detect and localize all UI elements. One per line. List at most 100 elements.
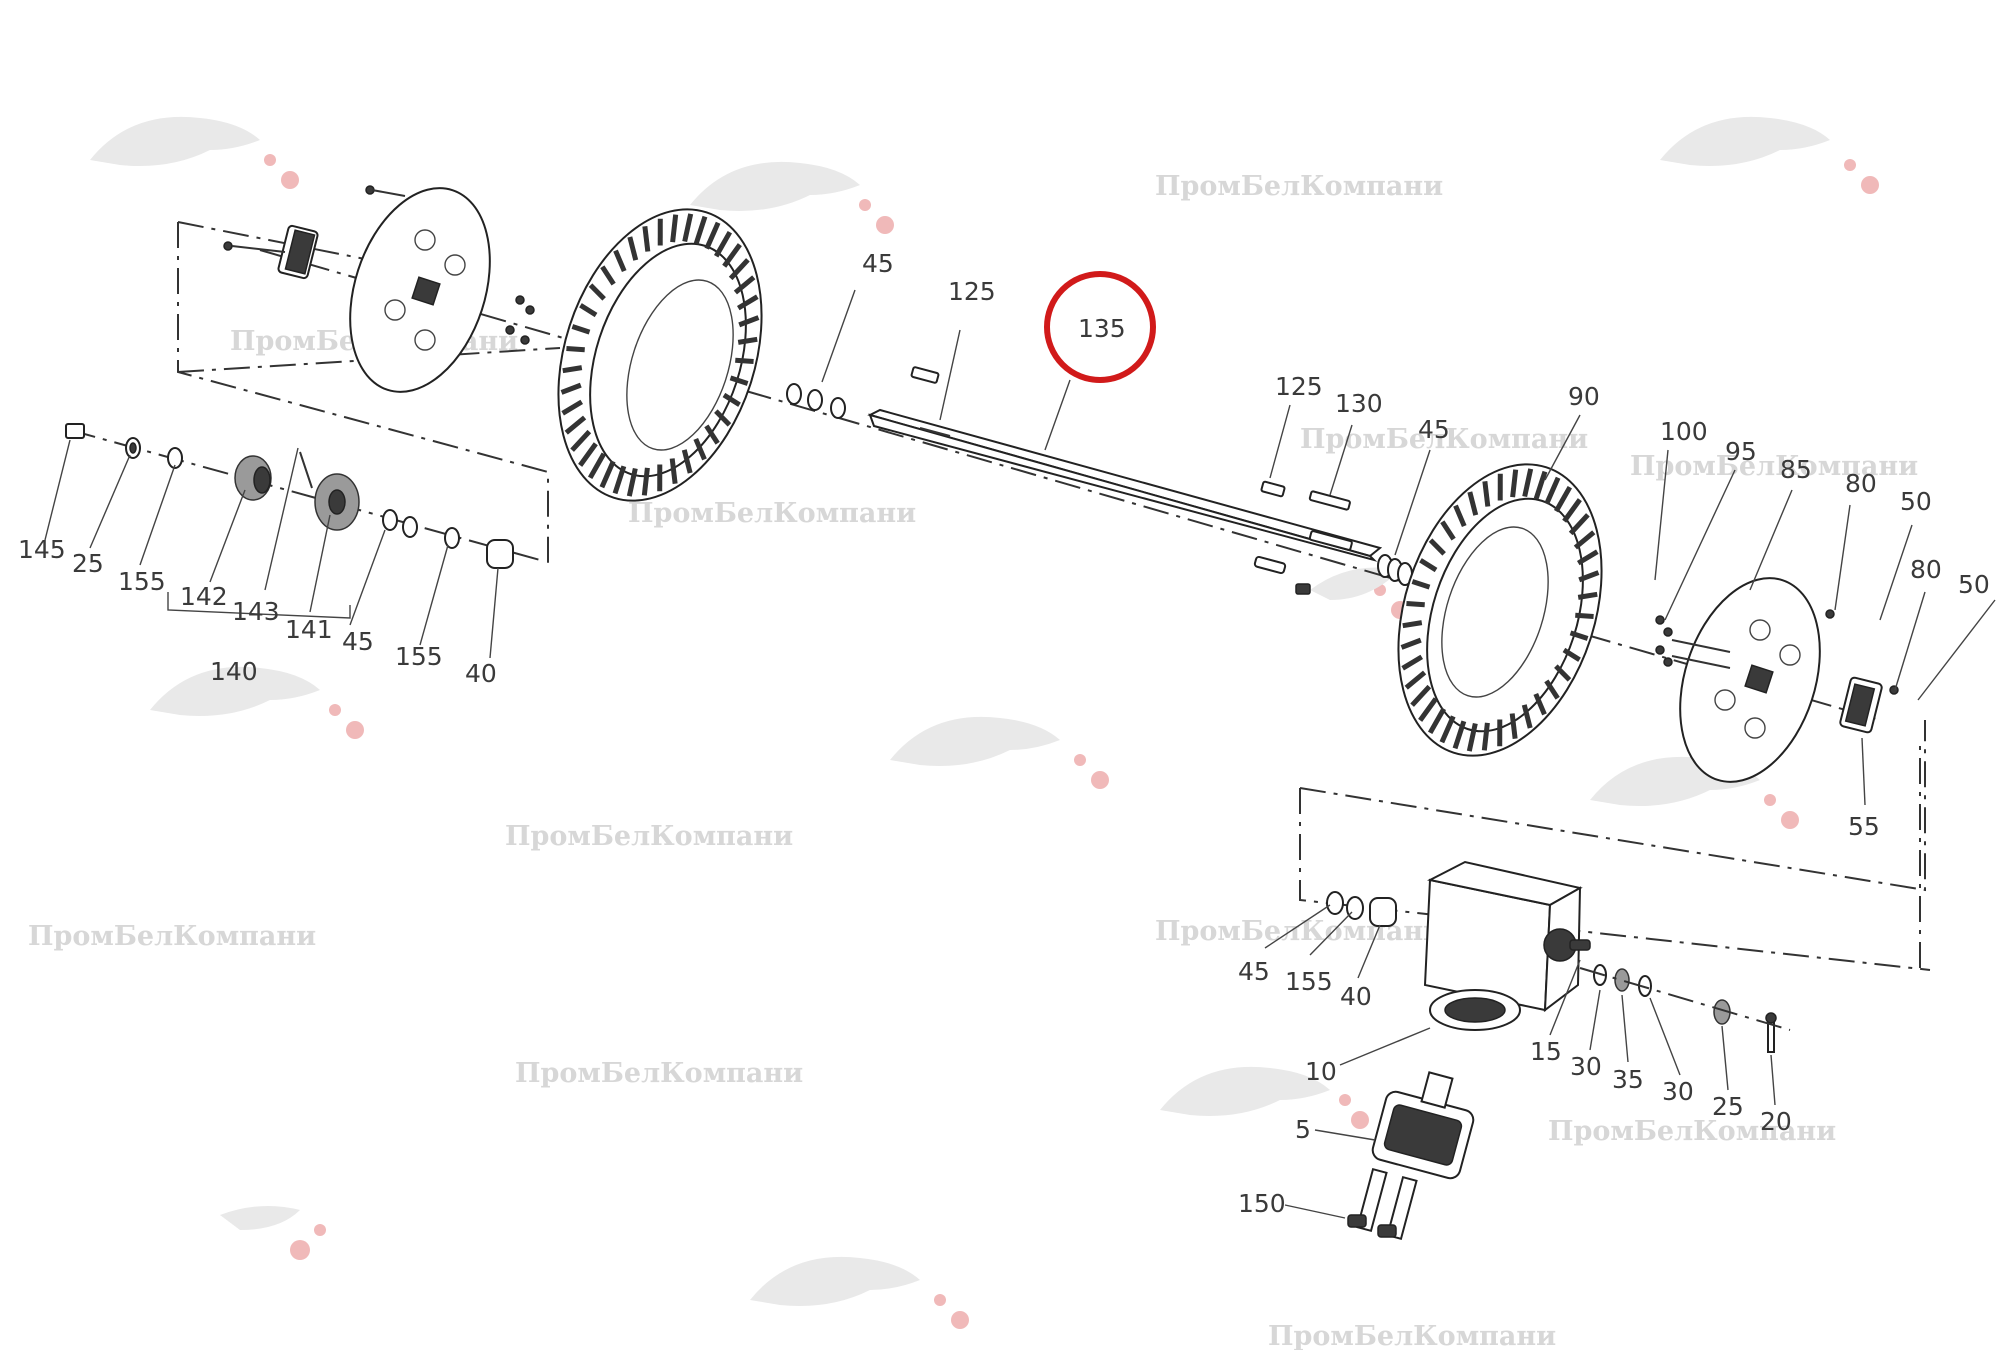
gear-tooth xyxy=(1522,468,1534,498)
gear-tooth xyxy=(1544,679,1560,700)
gear-tooth xyxy=(1569,630,1589,641)
part-label: 50 xyxy=(1900,487,1932,516)
gear-tooth xyxy=(1533,470,1548,500)
gear-tooth xyxy=(1544,476,1561,505)
gear-tooth xyxy=(1400,637,1422,650)
gear-tooth xyxy=(1466,722,1478,752)
part-label: 143 xyxy=(232,597,280,626)
shaft-135 xyxy=(867,408,1383,562)
part-label: 155 xyxy=(395,642,443,671)
gear-tooth xyxy=(1482,481,1491,507)
gear-tooth xyxy=(641,467,650,496)
part-label: 5 xyxy=(1295,1115,1311,1144)
left-hub xyxy=(223,185,406,280)
gear-tooth xyxy=(1562,498,1582,523)
part-label: 80 xyxy=(1845,469,1877,498)
gear-tooth xyxy=(1453,504,1467,528)
part-label: 10 xyxy=(1305,1057,1337,1086)
gear-tooth xyxy=(627,236,639,261)
part-label: 45 xyxy=(342,627,374,656)
gear-tooth xyxy=(1562,647,1581,662)
part-label: 130 xyxy=(1335,389,1383,418)
gear-tooth xyxy=(612,465,627,495)
part-label: 45 xyxy=(1238,957,1270,986)
watermark-text: ПромБелКомпани xyxy=(628,498,916,529)
gear-tooth xyxy=(735,357,754,364)
part-label: 150 xyxy=(1238,1189,1286,1218)
gear-tooth xyxy=(693,437,707,461)
gear-tooth xyxy=(1521,704,1533,729)
gear-tooth xyxy=(1452,720,1467,750)
watermark-logo xyxy=(90,116,299,189)
gear-tooth xyxy=(1510,469,1519,498)
right-gear-wheel xyxy=(1397,463,1603,757)
part-label: 155 xyxy=(118,567,166,596)
part-label: 90 xyxy=(1568,382,1600,411)
gear-tooth xyxy=(737,336,758,345)
gear-tooth xyxy=(1568,513,1590,536)
gear-tooth xyxy=(561,399,584,416)
part-label: 95 xyxy=(1725,437,1757,466)
gear-tooth xyxy=(1577,591,1598,600)
watermark-logo xyxy=(150,666,364,739)
part-label-highlighted: 135 xyxy=(1078,314,1126,343)
gear-tooth xyxy=(566,346,585,353)
gear-tooth xyxy=(693,215,708,245)
watermark-text: ПромБелКомпани xyxy=(1548,1116,1836,1147)
part-label: 45 xyxy=(862,249,894,278)
gear-tooth xyxy=(669,458,678,484)
gear-tooth xyxy=(681,449,693,474)
part-label: 30 xyxy=(1662,1077,1694,1106)
gear-tooth xyxy=(626,467,638,497)
gear-tooth xyxy=(570,429,592,452)
part-label: 15 xyxy=(1530,1037,1562,1066)
gear-tooth xyxy=(588,283,606,301)
gear-tooth xyxy=(736,294,759,311)
gear-tooth xyxy=(587,452,607,480)
part-label: 85 xyxy=(1780,455,1812,484)
gear-tooth xyxy=(564,415,587,435)
gear-tooth xyxy=(682,213,694,243)
gear-tooth xyxy=(1440,520,1456,541)
part-label: 40 xyxy=(1340,982,1372,1011)
gear-tooth xyxy=(1553,485,1573,513)
watermark-text: ПромБелКомпани xyxy=(1155,916,1443,947)
gear-tooth xyxy=(713,230,733,258)
part-label: 20 xyxy=(1760,1107,1792,1136)
gear-tooth xyxy=(1481,722,1490,751)
gear-tooth xyxy=(1406,601,1425,608)
gear-tooth xyxy=(729,375,749,386)
gear-tooth xyxy=(670,214,679,243)
part-label: 35 xyxy=(1612,1065,1644,1094)
watermark-text: ПромБелКомпани xyxy=(1630,451,1918,482)
highlight-circle xyxy=(1044,271,1156,383)
gear-tooth xyxy=(1509,713,1518,739)
part-label: 50 xyxy=(1958,570,1990,599)
gear-tooth xyxy=(599,460,616,489)
part-label: 45 xyxy=(1418,415,1450,444)
watermark-logo xyxy=(750,1256,969,1329)
part-label: 55 xyxy=(1848,812,1880,841)
gear-tooth xyxy=(560,382,582,395)
gearbox xyxy=(1423,860,1591,1031)
gear-tooth xyxy=(1419,558,1438,573)
gear-tooth xyxy=(1573,530,1596,550)
gear-tooth xyxy=(1467,491,1479,516)
gear-tooth xyxy=(722,243,742,268)
watermark-logo xyxy=(1660,116,1879,194)
gear-tooth xyxy=(1439,715,1456,744)
gear-tooth xyxy=(1533,692,1547,716)
lower-washers xyxy=(1326,891,1791,1053)
part-label: 155 xyxy=(1285,967,1333,996)
part-label: 25 xyxy=(72,549,104,578)
left-gear-wheel xyxy=(557,208,763,502)
gear-tooth xyxy=(1411,579,1431,590)
gear-tooth xyxy=(1402,620,1423,629)
watermark-text: ПромБелКомпани xyxy=(1155,171,1443,202)
gear-tooth xyxy=(738,315,760,328)
gear-tooth xyxy=(600,265,616,286)
main-axis-line xyxy=(259,249,1881,721)
gear-tooth xyxy=(571,324,591,335)
part-label: 141 xyxy=(285,615,333,644)
